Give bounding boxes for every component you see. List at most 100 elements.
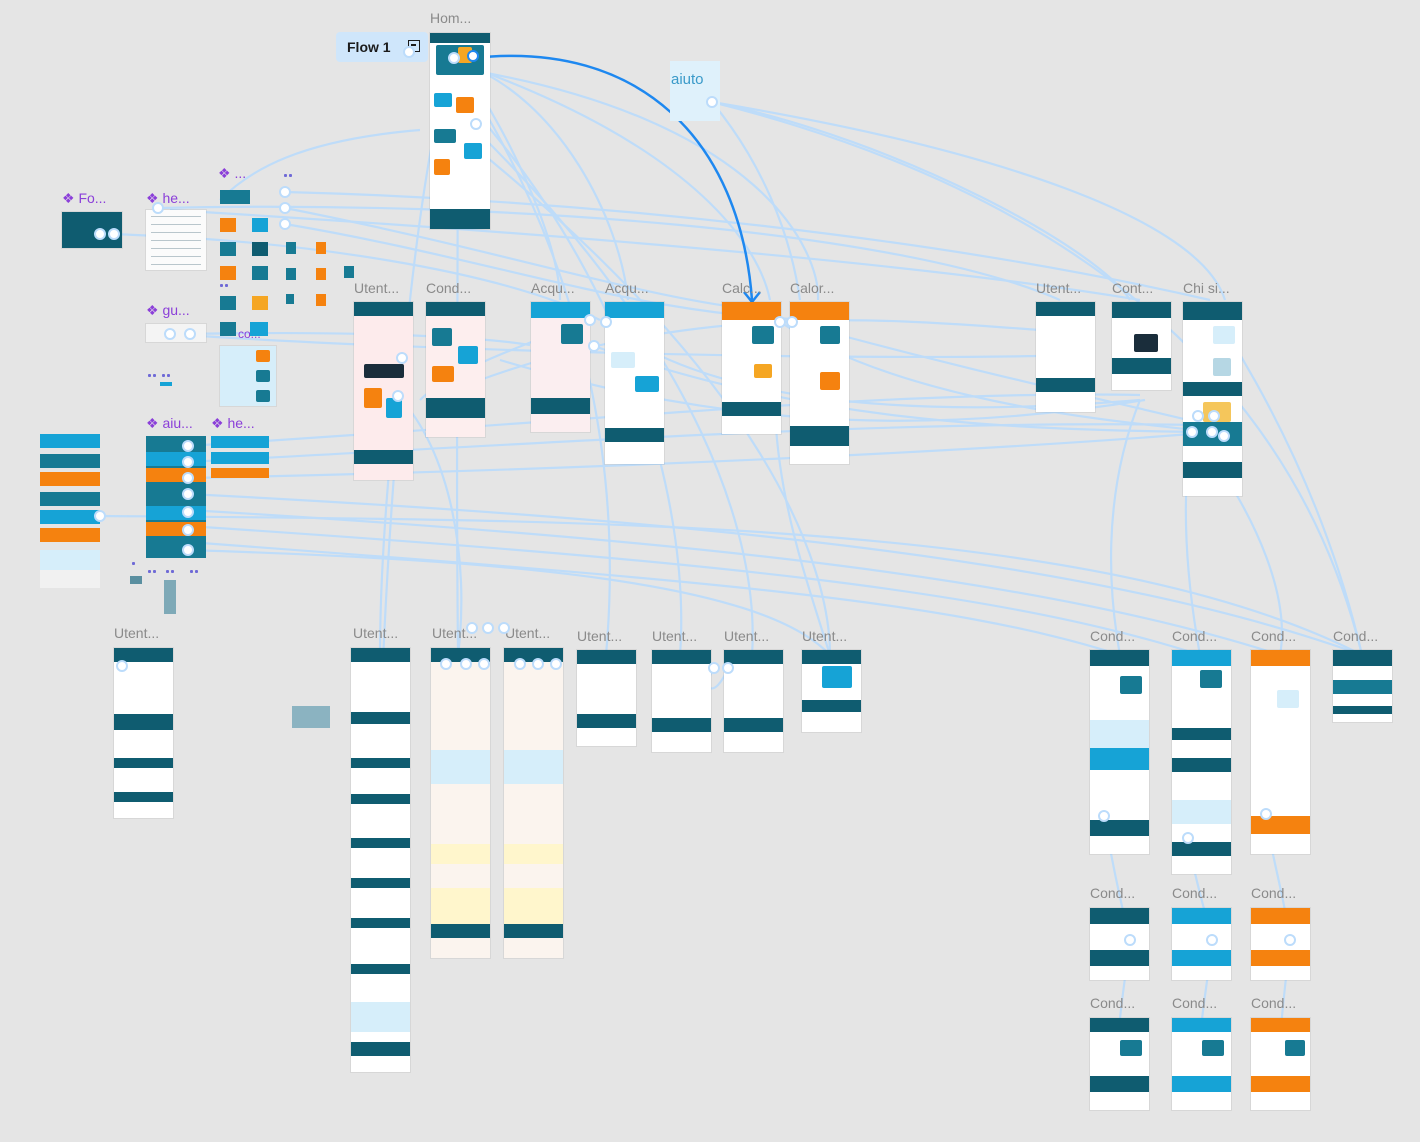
frame-label-cond-r10[interactable]: Cond... — [1251, 995, 1297, 1011]
connection-node[interactable] — [152, 202, 164, 214]
connection-node[interactable] — [403, 46, 415, 58]
frame-label-utent-low-4[interactable]: Utent... — [505, 625, 551, 641]
frame-label-utent-low-1[interactable]: Utent... — [114, 625, 160, 641]
frame-label-calc-a[interactable]: Calc... — [722, 280, 762, 296]
connection-node[interactable] — [279, 202, 291, 214]
connection-node[interactable] — [182, 488, 194, 500]
frame-cond-r10[interactable] — [1251, 1018, 1310, 1110]
frame-label-utent-low-3[interactable]: Utent... — [432, 625, 478, 641]
frame-cont[interactable] — [1112, 302, 1171, 390]
connection-node[interactable] — [588, 340, 600, 352]
frame-label-utent-top-right[interactable]: Utent... — [1036, 280, 1082, 296]
color-swatch-teal-dark[interactable] — [40, 492, 100, 506]
component-guide[interactable] — [146, 324, 206, 342]
connection-node[interactable] — [466, 622, 478, 634]
component-label-dots[interactable]: ❖ ... — [218, 165, 247, 181]
frame-utent-low-2[interactable] — [351, 648, 410, 1072]
frame-utent-a[interactable] — [354, 302, 413, 480]
connection-node[interactable] — [722, 662, 734, 674]
connection-node[interactable] — [478, 658, 490, 670]
frame-label-utent-low-7[interactable]: Utent... — [724, 628, 770, 644]
frame-cond-r6[interactable] — [1172, 908, 1231, 980]
frame-cond-r1[interactable] — [1090, 650, 1149, 854]
connection-node[interactable] — [164, 328, 176, 340]
frame-cond-r5[interactable] — [1090, 908, 1149, 980]
color-swatch-light-gray[interactable] — [40, 570, 100, 588]
component-label-he-2[interactable]: ❖ he... — [211, 415, 255, 431]
frame-label-utent-low-6[interactable]: Utent... — [652, 628, 698, 644]
frame-label-cont[interactable]: Cont... — [1112, 280, 1154, 296]
frame-utent-top-right[interactable] — [1036, 302, 1095, 412]
frame-cond-r3[interactable] — [1251, 650, 1310, 854]
frame-cond-r7[interactable] — [1251, 908, 1310, 980]
frame-home[interactable] — [430, 33, 490, 229]
frame-label-cond-r9[interactable]: Cond... — [1172, 995, 1218, 1011]
small-component[interactable] — [130, 576, 142, 584]
frame-label-cond-a[interactable]: Cond... — [426, 280, 472, 296]
connection-node[interactable] — [786, 316, 798, 328]
connection-node[interactable] — [532, 658, 544, 670]
component-label-gu[interactable]: ❖ gu... — [146, 302, 190, 318]
connection-node[interactable] — [708, 662, 720, 674]
connection-node[interactable] — [440, 658, 452, 670]
connection-node[interactable] — [182, 506, 194, 518]
connection-node[interactable] — [94, 510, 106, 522]
color-swatch-orange-2[interactable] — [40, 528, 100, 542]
connection-node[interactable] — [1206, 934, 1218, 946]
small-component[interactable] — [160, 382, 172, 386]
frame-cond-r8[interactable] — [1090, 1018, 1149, 1110]
frame-label-cond-r5[interactable]: Cond... — [1090, 885, 1136, 901]
connection-node[interactable] — [116, 660, 128, 672]
frame-label-cond-r3[interactable]: Cond... — [1251, 628, 1297, 644]
connection-node[interactable] — [470, 118, 482, 130]
logo-frame[interactable]: aiuto — [670, 61, 720, 121]
connection-node[interactable] — [460, 658, 472, 670]
component-label-fo[interactable]: ❖ Fo... — [62, 190, 107, 206]
connection-node[interactable] — [392, 390, 404, 402]
connection-node[interactable] — [498, 622, 510, 634]
connection-node[interactable] — [279, 186, 291, 198]
frame-chi-si[interactable] — [1183, 302, 1242, 496]
connection-node[interactable] — [584, 314, 596, 326]
connection-node[interactable] — [1186, 426, 1198, 438]
connection-node[interactable] — [1098, 810, 1110, 822]
frame-cond-r9[interactable] — [1172, 1018, 1231, 1110]
color-swatch-light-blue[interactable] — [40, 550, 100, 570]
connection-node[interactable] — [514, 658, 526, 670]
connection-node[interactable] — [184, 328, 196, 340]
frame-utent-low-5[interactable] — [577, 650, 636, 746]
color-swatch-orange[interactable] — [40, 472, 100, 486]
connection-node[interactable] — [182, 524, 194, 536]
frame-cond-a[interactable] — [426, 302, 485, 437]
frame-utent-low-8[interactable] — [802, 650, 861, 732]
frame-cond-r2[interactable] — [1172, 650, 1231, 874]
connection-node[interactable] — [1208, 410, 1220, 422]
connection-node[interactable] — [108, 228, 120, 240]
frame-label-utent-a[interactable]: Utent... — [354, 280, 400, 296]
frame-label-cond-r1[interactable]: Cond... — [1090, 628, 1136, 644]
frame-label-cond-r7[interactable]: Cond... — [1251, 885, 1297, 901]
connection-node[interactable] — [396, 352, 408, 364]
connection-node[interactable] — [1124, 934, 1136, 946]
frame-label-cond-r4[interactable]: Cond... — [1333, 628, 1379, 644]
connection-node[interactable] — [94, 228, 106, 240]
connection-node[interactable] — [1206, 426, 1218, 438]
connection-node[interactable] — [1284, 934, 1296, 946]
connection-node[interactable] — [182, 544, 194, 556]
frame-label-acqu-b[interactable]: Acqu... — [605, 280, 649, 296]
connection-node-active[interactable] — [467, 50, 479, 62]
color-swatch-cyan-2[interactable] — [40, 510, 100, 524]
frame-utent-low-4[interactable] — [504, 648, 563, 958]
frame-cond-r4[interactable] — [1333, 650, 1392, 722]
connection-node[interactable] — [1218, 430, 1230, 442]
connection-node[interactable] — [600, 316, 612, 328]
frame-label-chi-si[interactable]: Chi si... — [1183, 280, 1230, 296]
connection-node[interactable] — [482, 622, 494, 634]
frame-calor[interactable] — [790, 302, 849, 464]
component-he-bar-2[interactable] — [211, 452, 269, 464]
component-header-list[interactable] — [146, 210, 206, 270]
component-he-bar-3[interactable] — [211, 468, 269, 478]
component-card-stack[interactable] — [220, 346, 276, 406]
connection-node[interactable] — [550, 658, 562, 670]
connection-node[interactable] — [448, 52, 460, 64]
